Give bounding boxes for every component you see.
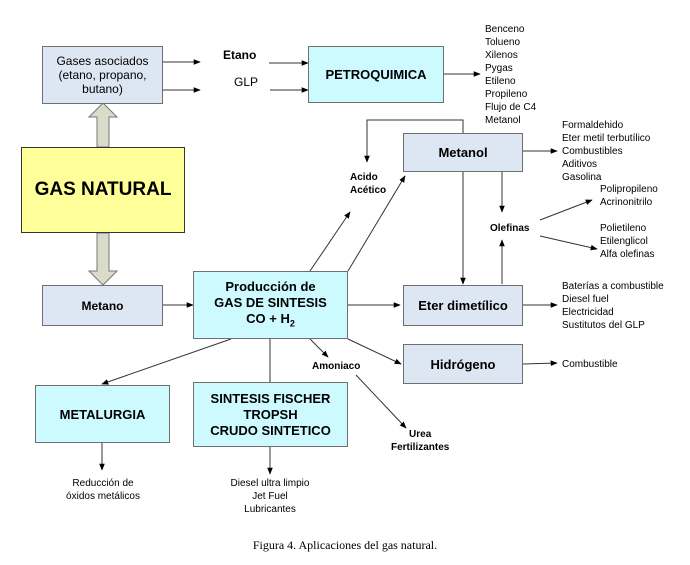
output-item: Baterías a combustible — [562, 281, 664, 292]
metalurgia-label: METALURGIA — [59, 406, 146, 422]
metalurgia-outputs: Reducción de óxidos metálicos — [58, 477, 148, 503]
petroquimica-label: PETROQUIMICA — [325, 67, 427, 82]
output-item: Diesel fuel — [562, 294, 609, 305]
output-item: Pygas — [485, 63, 513, 74]
arrow-olefinas-down — [539, 235, 598, 251]
output-item: Reducción de — [72, 478, 134, 489]
hidrogeno-outputs: Combustible — [562, 358, 618, 371]
output-item: Polietileno — [600, 223, 647, 234]
output-item: óxidos metálicos — [66, 491, 140, 502]
produccion-line-3: CO + H2 — [246, 311, 295, 332]
hidrogeno-label: Hidrógeno — [430, 356, 496, 372]
output-item: Benceno — [485, 24, 525, 35]
output-item: Sustitutos del GLP — [562, 320, 645, 331]
gas-natural-label: GAS NATURAL — [34, 179, 172, 200]
output-item: Aditivos — [562, 159, 598, 170]
olefinas-label: Olefinas — [490, 223, 530, 234]
output-item: Gasolina — [562, 172, 602, 183]
output-item: Acrinonitrilo — [600, 197, 653, 208]
output-item: Polipropileno — [600, 184, 658, 195]
urea-line: Urea — [409, 429, 432, 440]
petroquimica-box: PETROQUIMICA — [308, 46, 444, 103]
output-item: Formaldehido — [562, 120, 624, 131]
metano-label: Metano — [81, 298, 124, 313]
formula-subscript: 2 — [289, 318, 295, 329]
arrow-produccion-acido — [309, 211, 351, 272]
metanol-outputs: Formaldehido Eter metil terbutílico Comb… — [562, 119, 650, 184]
output-item: Xilenos — [485, 50, 518, 61]
output-item: Combustible — [562, 359, 618, 370]
fischer-tropsh-box: SINTESIS FISCHER TROPSH CRUDO SINTETICO — [193, 382, 348, 447]
metalurgia-box: METALURGIA — [35, 385, 170, 443]
gases-asociados-line: (etano, propano, — [58, 68, 147, 82]
metanol-label: Metanol — [438, 145, 488, 160]
output-item: Propileno — [485, 89, 528, 100]
output-item: Tolueno — [485, 37, 521, 48]
hollow-arrow-down — [87, 232, 119, 286]
hollow-arrow-up — [87, 102, 119, 148]
output-item: Alfa olefinas — [600, 249, 655, 260]
gas-natural-box: GAS NATURAL — [21, 147, 185, 233]
arrow-hidrogeno-out — [522, 360, 558, 366]
arrow-produccion-amoniaco — [309, 338, 329, 358]
gases-asociados-line: butano) — [82, 82, 123, 96]
output-item: Flujo de C4 — [485, 102, 537, 113]
formula-main: CO + H — [246, 310, 290, 326]
produccion-gas-sintesis-box: Producción de GAS DE SINTESIS CO + H2 — [193, 271, 348, 339]
figure-caption: Figura 4. Aplicaciones del gas natural. — [252, 538, 438, 552]
gases-asociados-line: Gases asociados — [56, 54, 149, 68]
etano-label: Etano — [223, 48, 257, 62]
urea-fertilizantes-label: Urea Fertilizantes — [391, 428, 449, 454]
acetico-line: Acético — [350, 185, 387, 196]
output-item: Etilenglicol — [600, 236, 648, 247]
output-item: Eter metil terbutílico — [562, 133, 651, 144]
fischer-line: TROPSH — [243, 406, 298, 422]
output-item: Jet Fuel — [252, 491, 288, 502]
metano-box: Metano — [42, 285, 163, 326]
fischer-line: SINTESIS FISCHER — [210, 390, 331, 406]
arrow-olefinas-up — [539, 199, 593, 221]
eter-dimetilico-label: Eter dimetílico — [418, 298, 508, 313]
output-item: Metanol — [485, 115, 521, 126]
arrow-metanol-acido — [364, 119, 464, 163]
eter-outputs: Baterías a combustible Diesel fuel Elect… — [562, 280, 664, 332]
metanol-box: Metanol — [403, 133, 523, 172]
arrow-amoniaco-urea — [355, 374, 407, 429]
petroquimica-outputs: Benceno Tolueno Xilenos Pygas Etileno Pr… — [485, 23, 536, 127]
output-item: Combustibles — [562, 146, 623, 157]
fertilizantes-line: Fertilizantes — [391, 442, 450, 453]
output-item: Lubricantes — [244, 504, 296, 515]
fischer-line: CRUDO SINTETICO — [210, 422, 331, 438]
gases-asociados-box: Gases asociados (etano, propano, butano) — [42, 46, 163, 104]
olefinas-up-outputs: Polipropileno Acrinonitrilo — [600, 183, 658, 209]
produccion-line-2: GAS DE SINTESIS — [214, 294, 327, 310]
amoniaco-label: Amoniaco — [312, 361, 361, 372]
eter-dimetilico-box: Eter dimetílico — [403, 285, 523, 326]
output-item: Diesel ultra limpio — [230, 478, 310, 489]
produccion-line-1: Producción de — [225, 278, 316, 294]
acido-line: Acido — [350, 172, 378, 183]
arrow-produccion-metalurgia — [101, 338, 232, 385]
acido-acetico-label: Acido Acético — [350, 171, 386, 197]
arrow-produccion-hidrogeno — [347, 338, 402, 365]
arrow-produccion-metanol — [347, 175, 406, 272]
glp-label: GLP — [234, 75, 259, 89]
olefinas-down-outputs: Polietileno Etilenglicol Alfa olefinas — [600, 222, 654, 261]
output-item: Etileno — [485, 76, 516, 87]
hidrogeno-box: Hidrógeno — [403, 344, 523, 384]
output-item: Electricidad — [562, 307, 614, 318]
fischer-outputs: Diesel ultra limpio Jet Fuel Lubricantes — [220, 477, 320, 516]
